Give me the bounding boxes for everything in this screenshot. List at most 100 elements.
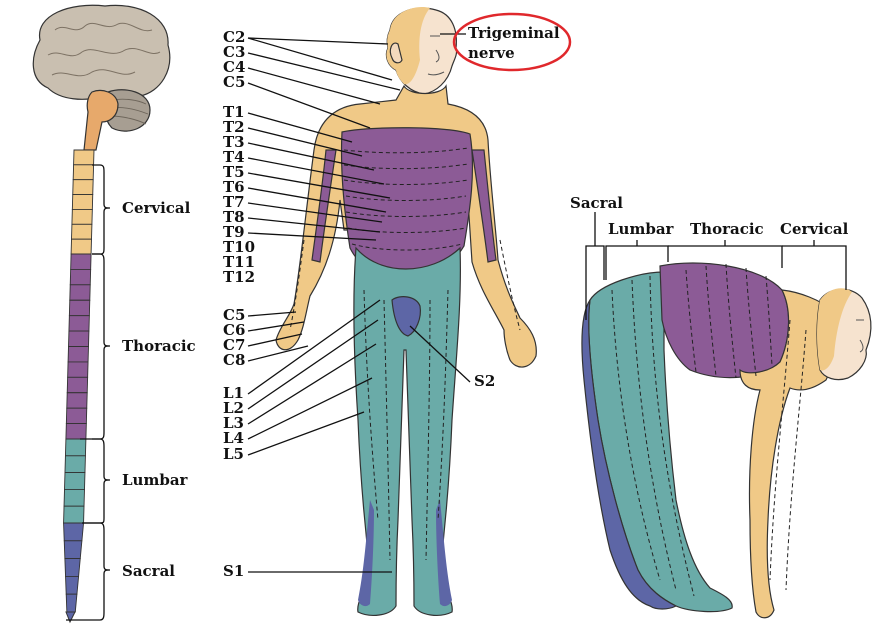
leader-line: [247, 37, 393, 81]
leader-line: [247, 321, 305, 332]
leader-line: [247, 187, 387, 213]
cord-segment-cervical: [70, 238, 92, 255]
leader-line: [409, 325, 471, 383]
front-body-figure: [275, 6, 537, 616]
cord-segment-thoracic: [70, 253, 92, 270]
cord-segment-thoracic: [68, 299, 91, 317]
leader-line: [247, 299, 381, 395]
bent-label-thoracic: Thoracic: [690, 220, 764, 238]
cord-segment-sacral: [63, 522, 85, 542]
groin-s2: [391, 296, 421, 337]
cord-segment-sacral: [64, 558, 81, 577]
spinal-cord: [63, 149, 95, 624]
cord-segment-lumbar: [64, 472, 86, 490]
cord-segment-cervical: [72, 179, 94, 196]
cord-segment-cervical: [73, 149, 95, 166]
label-l1: L1: [223, 384, 244, 402]
label-arm-c6: C6: [223, 321, 245, 339]
leader-line: [247, 377, 373, 440]
leader-line: [247, 202, 383, 223]
cord-segment-thoracic: [68, 330, 90, 347]
label-t7: T7: [223, 193, 245, 211]
label-t6: T6: [223, 178, 245, 196]
trigeminal-label-line1: Trigeminal: [468, 24, 560, 42]
label-t1: T1: [223, 103, 245, 121]
label-l5: L5: [223, 445, 244, 463]
trigeminal-highlight-ring: [452, 12, 572, 72]
region-label-sacral: Sacral: [122, 562, 175, 580]
cord-segment-sacral: [65, 575, 80, 595]
bent-label-cervical: Cervical: [780, 220, 849, 238]
leader-line: [247, 67, 381, 105]
brain-folds: [47, 22, 161, 77]
cord-segment-sacral: [65, 593, 78, 613]
label-l2: L2: [223, 399, 244, 417]
cord-segment-thoracic: [68, 315, 90, 332]
label-t3: T3: [223, 133, 245, 151]
leader-line: [247, 142, 375, 171]
label-t5: T5: [223, 163, 245, 181]
label-l4: L4: [223, 429, 244, 447]
label-t4: T4: [223, 148, 245, 166]
cord-segment-thoracic: [65, 407, 88, 425]
leader-line: [247, 217, 381, 233]
brain-stem: [83, 89, 119, 151]
front-leader-lines: [247, 37, 471, 573]
bent-label-lumbar: Lumbar: [608, 220, 675, 238]
cord-segment-thoracic: [65, 423, 87, 440]
leader-line: [247, 333, 303, 347]
cord-segment-thoracic: [69, 268, 92, 286]
cord-segment-cervical: [71, 194, 94, 210]
cord-segment-thoracic: [69, 284, 91, 301]
cord-segment-thoracic: [66, 392, 88, 409]
dermatome-dashed-lines: [289, 147, 521, 561]
cord-segment-lumbar: [64, 438, 87, 457]
cord-segment-thoracic: [67, 361, 89, 378]
cord-segment-sacral: [63, 540, 83, 560]
front-labels: C2 C3 C4 C5 T1 T2 T3 T4 T5 T6 T7 T8 T9 T…: [223, 12, 572, 580]
cord-tip: [65, 611, 76, 624]
label-t12: T12: [223, 268, 255, 286]
label-c5: C5: [223, 73, 245, 91]
bent-over-figure: [581, 262, 872, 619]
label-t2: T2: [223, 118, 245, 136]
label-arm-c8: C8: [223, 351, 245, 369]
leader-line: [247, 343, 377, 425]
label-s2: S2: [474, 372, 495, 390]
leader-line: [247, 82, 371, 129]
region-label-cervical: Cervical: [122, 199, 191, 217]
leader-line: [247, 319, 379, 410]
label-c4: C4: [223, 58, 245, 76]
label-arm-c5: C5: [223, 306, 245, 324]
label-t8: T8: [223, 208, 245, 226]
leader-line: [247, 52, 401, 91]
head-c2-region: [386, 6, 430, 85]
label-t9: T9: [223, 223, 245, 241]
leader-line: [247, 37, 389, 45]
label-c3: C3: [223, 43, 245, 61]
cord-segment-lumbar: [63, 505, 85, 524]
brain-and-spinal-cord: Cervical Thoracic Lumbar Sacral: [32, 4, 196, 624]
leader-line: [247, 232, 377, 241]
bent-figure-brackets: [585, 212, 847, 320]
region-label-thoracic: Thoracic: [122, 337, 196, 355]
bent-label-sacral: Sacral: [570, 194, 623, 212]
cord-segment-lumbar: [63, 488, 85, 507]
leader-line: [247, 172, 391, 199]
brain: [32, 4, 171, 102]
label-t11: T11: [223, 253, 255, 271]
leader-line: [247, 112, 353, 143]
region-label-lumbar: Lumbar: [122, 471, 189, 489]
trigeminal-label-line2: nerve: [468, 44, 515, 62]
leader-line: [247, 157, 385, 185]
leader-line: [247, 411, 365, 456]
leader-line: [247, 345, 309, 362]
cord-segment-cervical: [72, 164, 95, 181]
leader-line: [247, 311, 297, 317]
cord-segment-cervical: [71, 223, 93, 240]
cord-segment-thoracic: [67, 346, 89, 363]
label-c2: C2: [223, 28, 245, 46]
leader-line: [247, 127, 363, 157]
label-s1: S1: [223, 562, 244, 580]
